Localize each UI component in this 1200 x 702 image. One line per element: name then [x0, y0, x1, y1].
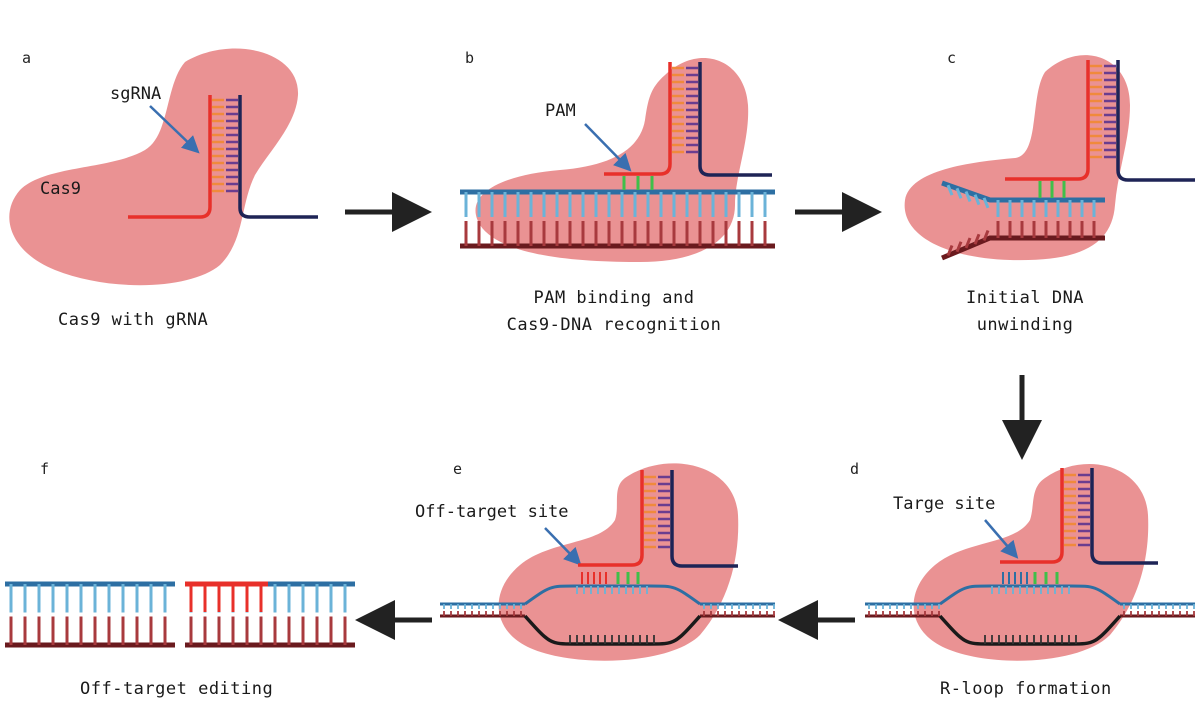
panel-d: d Targe site R-loop formation	[850, 460, 1195, 699]
dna-base	[964, 237, 972, 249]
dna-base	[955, 187, 963, 199]
cas9-protein-c	[904, 55, 1130, 261]
dna-fragment-left	[5, 581, 175, 648]
target-site-label: Targe site	[893, 494, 995, 514]
panel-c-letter: c	[947, 49, 956, 67]
cas9-protein	[9, 48, 299, 286]
off-target-pointer	[544, 527, 582, 566]
cas9-protein-b	[475, 58, 749, 262]
target-strand	[938, 614, 1122, 646]
panel-c-caption-line1: Initial DNA	[966, 288, 1084, 308]
panel-c: c Initial DNA unwinding	[904, 49, 1195, 335]
dna-duplex-c	[941, 180, 1105, 261]
panel-f-letter: f	[40, 460, 49, 478]
panel-b-letter: b	[465, 49, 474, 67]
panel-f-caption: Off-target editing	[80, 679, 273, 699]
r-loop-d	[865, 572, 1195, 646]
panel-e: e Off-target site	[415, 460, 775, 661]
dna-base	[973, 194, 981, 206]
dna-base	[946, 184, 954, 196]
panel-b: b PAM PAM binding and Cas9-DNA recogniti…	[460, 49, 775, 335]
panel-b-caption-line2: Cas9-DNA recognition	[507, 315, 722, 335]
displaced-strand	[939, 584, 1121, 606]
panel-e-letter: e	[453, 460, 462, 478]
grna-d	[1000, 468, 1158, 565]
panel-a-letter: a	[22, 49, 31, 67]
dna-base	[964, 190, 972, 203]
panel-a: a Cas9 sgRNA Cas9 with gRNA	[9, 48, 318, 330]
grna-c	[1005, 60, 1195, 182]
sgrna-pointer	[149, 105, 200, 154]
off-target-site-label: Off-target site	[415, 502, 569, 522]
dna-base	[955, 241, 963, 253]
dna-duplex-b	[460, 176, 775, 249]
dna-base	[982, 197, 990, 209]
panel-d-letter: d	[850, 460, 859, 478]
dna-base	[973, 233, 981, 245]
dna-base	[946, 244, 954, 257]
pam-label: PAM	[545, 101, 576, 121]
grna-e	[578, 470, 738, 568]
grna-scaffold	[128, 95, 318, 219]
panel-f: f Off-target editing	[5, 460, 355, 699]
pam-pointer	[584, 123, 632, 172]
cas9-label: Cas9	[40, 179, 81, 199]
sgrna-label: sgRNA	[110, 84, 161, 104]
target-site-pointer	[984, 519, 1019, 559]
panel-a-caption: Cas9 with gRNA	[58, 310, 208, 330]
r-loop-e	[440, 572, 775, 646]
grna-b	[604, 62, 772, 177]
panel-c-caption-line2: unwinding	[977, 315, 1074, 335]
dna-fragment-right	[185, 581, 355, 648]
dna-base	[982, 229, 990, 242]
panel-d-caption: R-loop formation	[940, 679, 1112, 699]
panel-b-caption-line1: PAM binding and	[533, 288, 694, 308]
cas9-protein-e	[498, 463, 739, 661]
